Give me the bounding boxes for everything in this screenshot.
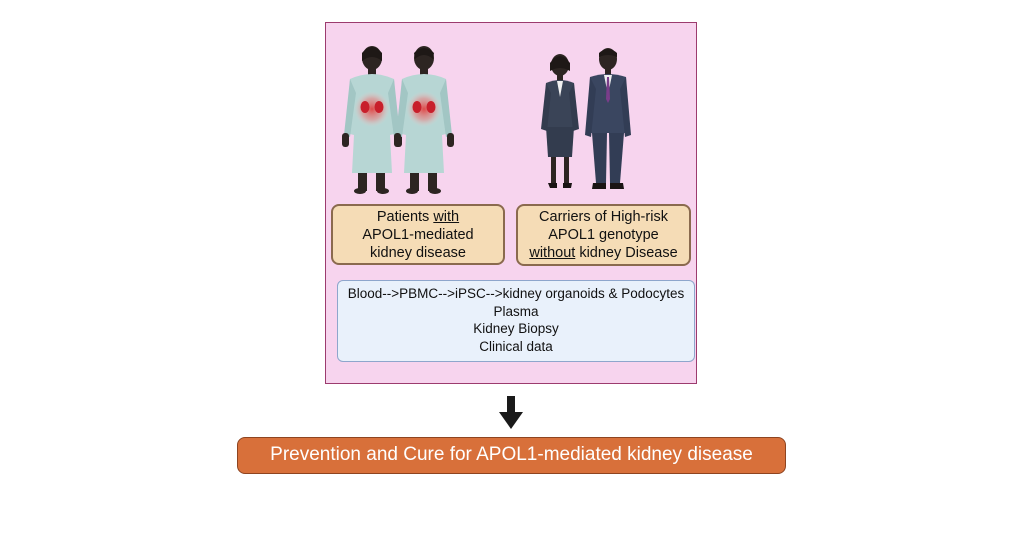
sample-item: Kidney Biopsy — [473, 321, 559, 336]
samples-box: Blood-->PBMC-->iPSC-->kidney organoids &… — [337, 280, 695, 362]
outcome-box: Prevention and Cure for APOL1-mediated k… — [237, 437, 786, 474]
figures-illustration — [342, 46, 631, 194]
person-in-suit-icon — [585, 48, 631, 189]
carriers-without-emphasis: without — [529, 245, 576, 261]
kidney-icon — [360, 101, 384, 113]
carriers-line-3: without kidney Disease — [529, 245, 678, 261]
kidney-icon — [412, 101, 436, 113]
carriers-line-2: APOL1 genotype — [548, 227, 659, 243]
carriers-group-box: Carriers of High-risk APOL1 genotype wit… — [516, 204, 691, 266]
patients-line-1: Patients with — [376, 208, 460, 225]
sample-item: Blood-->PBMC-->iPSC-->kidney organoids &… — [347, 286, 685, 301]
patients-line-3: kidney disease — [370, 244, 466, 261]
arrow-down-icon — [499, 396, 523, 429]
patients-group-box: Patients with APOL1-mediated kidney dise… — [331, 204, 505, 265]
patients-with-emphasis: with — [433, 208, 460, 225]
carriers-line-1: Carriers of High-risk — [539, 209, 668, 225]
patient-in-gown-icon — [342, 46, 402, 194]
patients-line-2: APOL1-mediated — [362, 226, 474, 243]
cohort-panel: Patients with APOL1-mediated kidney dise… — [325, 22, 697, 384]
person-in-suit-icon — [541, 54, 579, 188]
patient-in-gown-icon — [394, 46, 454, 194]
sample-item: Plasma — [493, 303, 539, 319]
sample-item: Clinical data — [479, 338, 553, 354]
